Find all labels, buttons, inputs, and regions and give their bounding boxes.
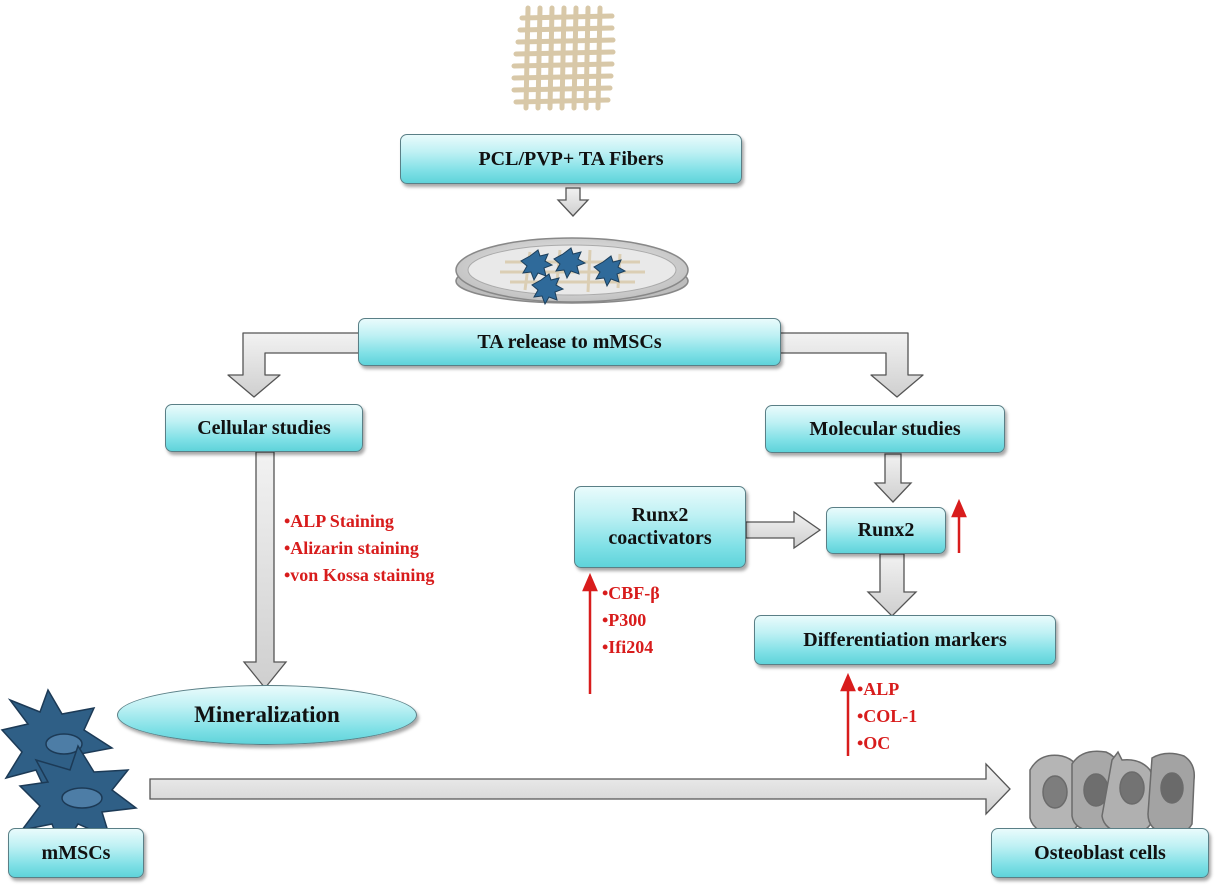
mmsc-cells-icon [0, 688, 138, 852]
fiber-scaffold-icon [511, 5, 616, 111]
ta-release-box: TA release to mMSCs [358, 318, 781, 366]
osteoblast-cells-box: Osteoblast cells [991, 828, 1209, 878]
differentiation-markers-box: Differentiation markers [754, 615, 1056, 665]
staining-item: •Alizarin staining [284, 538, 419, 558]
marker-list: •ALP •COL-1 •OC [857, 676, 917, 757]
marker-item: •ALP [857, 679, 900, 699]
runx2-coactivators-line2: coactivators [608, 527, 712, 549]
runx2-coactivators-box: Runx2 coactivators [574, 486, 746, 568]
staining-list: •ALP Staining •Alizarin staining •von Ko… [284, 508, 434, 589]
coactivator-item: •P300 [602, 610, 647, 630]
fibers-box: PCL/PVP+ TA Fibers [400, 134, 742, 184]
staining-item: •von Kossa staining [284, 565, 435, 585]
runx2-box: Runx2 [826, 507, 946, 554]
osteoblast-cells-icon [1029, 750, 1196, 836]
petri-dish-icon [455, 237, 689, 306]
cellular-studies-box: Cellular studies [165, 404, 363, 452]
marker-item: •OC [857, 733, 891, 753]
molecular-studies-box: Molecular studies [765, 405, 1005, 453]
coactivator-item: •Ifi204 [602, 637, 654, 657]
coactivator-item: •CBF-β [602, 583, 660, 603]
runx2-coactivators-line1: Runx2 [631, 504, 689, 526]
mmscs-box: mMSCs [8, 828, 144, 878]
mineralization-ellipse: Mineralization [117, 685, 417, 745]
staining-item: •ALP Staining [284, 511, 394, 531]
coactivator-list: •CBF-β •P300 •Ifi204 [602, 580, 660, 661]
marker-item: •COL-1 [857, 706, 918, 726]
